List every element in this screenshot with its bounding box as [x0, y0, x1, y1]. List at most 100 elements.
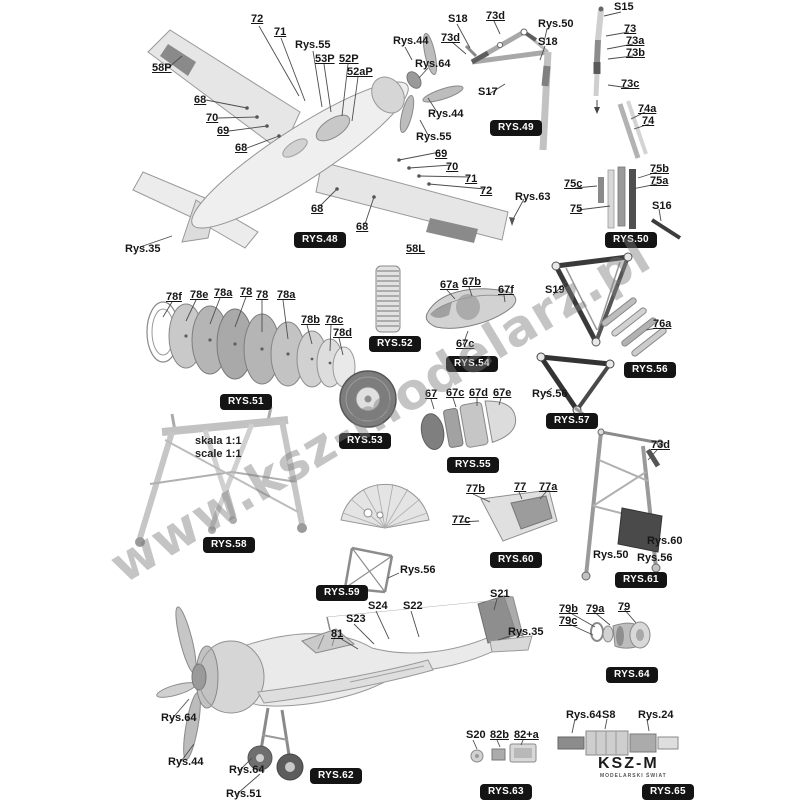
figure-badge-rys57: RYS.57 — [546, 413, 598, 429]
part-label: 77c — [452, 514, 471, 526]
part-label: 81 — [331, 628, 344, 640]
part-label: 67b — [462, 276, 481, 288]
part-label: S8 — [602, 709, 616, 721]
rys57-frame-drawing — [536, 352, 615, 422]
part-label: 67e — [493, 387, 512, 399]
scale-note-line1: skala 1:1 — [195, 435, 242, 447]
rys55-cowl-segments-drawing — [420, 400, 517, 450]
part-label: 68 — [356, 221, 369, 233]
figure-badge-rys64: RYS.64 — [606, 667, 658, 683]
part-label: 68 — [194, 94, 207, 106]
brand-logo: KSZ-M — [598, 755, 659, 772]
part-label: 74 — [642, 115, 655, 127]
leader-dots — [245, 106, 515, 226]
figure-ref-label: Rys.35 — [508, 626, 544, 638]
part-label: 58L — [406, 243, 425, 255]
rys59-cowl-fan-drawing — [340, 483, 430, 594]
rys60-wing-panel-drawing — [480, 489, 558, 542]
part-label: 73d — [651, 439, 670, 451]
rys53-wheel-drawing — [339, 370, 397, 428]
figure-ref-label: Rys.64 — [415, 58, 451, 70]
figure-ref-label: Rys.44 — [393, 35, 429, 47]
part-label: 67d — [469, 387, 488, 399]
rys62-aircraft-side-drawing — [156, 595, 533, 781]
part-label: 53P — [315, 53, 335, 65]
figure-ref-label: Rys.51 — [226, 788, 262, 800]
figure-ref-label: Rys.50 — [538, 18, 574, 30]
figure-badge-rys49: RYS.49 — [490, 120, 542, 136]
part-label: 79c — [559, 615, 578, 627]
rys50-strut-parts-drawing — [593, 6, 682, 240]
figure-ref-label: Rys.35 — [125, 243, 161, 255]
part-label: 71 — [465, 173, 478, 185]
figure-badge-rys59: RYS.59 — [316, 585, 368, 601]
rys48-aircraft-top-drawing — [132, 29, 509, 249]
scale-note-line2: scale 1:1 — [195, 448, 242, 460]
part-label: S23 — [346, 613, 366, 625]
part-label: 73c — [621, 78, 640, 90]
part-label: 79b — [559, 603, 578, 615]
part-label: 78d — [333, 327, 352, 339]
part-label: S18 — [538, 36, 558, 48]
part-label: 74a — [638, 103, 657, 115]
part-label: 75c — [564, 178, 583, 190]
rys56-slats-drawing — [601, 297, 667, 357]
part-label: 73b — [626, 47, 645, 59]
part-label: 82b — [490, 729, 509, 741]
part-label: 79 — [618, 601, 631, 613]
part-label: 73a — [626, 35, 645, 47]
part-label: 78e — [190, 289, 209, 301]
part-label: 73d — [441, 32, 460, 44]
part-label: 70 — [446, 161, 459, 173]
part-label: S15 — [614, 1, 634, 13]
part-label: 78 — [240, 286, 253, 298]
figure-ref-label: Rys.24 — [638, 709, 674, 721]
part-label: 72 — [480, 185, 493, 197]
part-label: S22 — [403, 600, 423, 612]
figure-badge-rys52: RYS.52 — [369, 336, 421, 352]
rys61-fuselage-frame-drawing — [581, 428, 664, 581]
figure-badge-rys54: RYS.54 — [446, 356, 498, 372]
part-label: S24 — [368, 600, 388, 612]
rys63-small-parts-drawing — [470, 743, 537, 763]
figure-ref-label: Rys.60 — [647, 535, 683, 547]
figure-badge-rys53: RYS.53 — [339, 433, 391, 449]
figure-ref-label: Rys.64 — [161, 712, 197, 724]
leader-lines — [139, 11, 662, 795]
part-label: S17 — [478, 86, 498, 98]
part-label: 67c — [446, 387, 465, 399]
part-label: S19 — [545, 284, 565, 296]
figure-ref-label: Rys.44 — [168, 756, 204, 768]
figure-badge-rys55: RYS.55 — [447, 457, 499, 473]
figure-badge-rys51: RYS.51 — [220, 394, 272, 410]
part-label: 67c — [456, 338, 475, 350]
part-label: 69 — [435, 148, 448, 160]
figure-ref-label: Rys.64 — [229, 764, 265, 776]
rys54-cowl-flap-drawing — [425, 288, 517, 329]
part-label: 78a — [214, 287, 233, 299]
rys49-strut-assembly-drawing — [464, 28, 552, 151]
part-label: 75a — [650, 175, 669, 187]
part-label: 52P — [339, 53, 359, 65]
figure-badge-rys65: RYS.65 — [642, 784, 694, 800]
part-label: 72 — [251, 13, 264, 25]
figure-badge-rys61: RYS.61 — [615, 572, 667, 588]
part-label: 77b — [466, 483, 485, 495]
figure-ref-label: Rys.63 — [515, 191, 551, 203]
figure-badge-rys63: RYS.63 — [480, 784, 532, 800]
part-label: 68 — [311, 203, 324, 215]
part-label: 78 — [256, 289, 269, 301]
figure-ref-label: Rys.50 — [593, 549, 629, 561]
part-label: 73 — [624, 23, 637, 35]
figure-ref-label: Rys.56 — [637, 552, 673, 564]
figure-badge-rys60: RYS.60 — [490, 552, 542, 568]
part-label: 75b — [650, 163, 669, 175]
rys52-corrugated-part-drawing — [375, 265, 401, 333]
part-label: 75 — [570, 203, 583, 215]
part-label: 70 — [206, 112, 219, 124]
part-label: 67a — [440, 279, 459, 291]
figure-badge-rys48: RYS.48 — [294, 232, 346, 248]
part-label: 82+a — [514, 729, 539, 741]
